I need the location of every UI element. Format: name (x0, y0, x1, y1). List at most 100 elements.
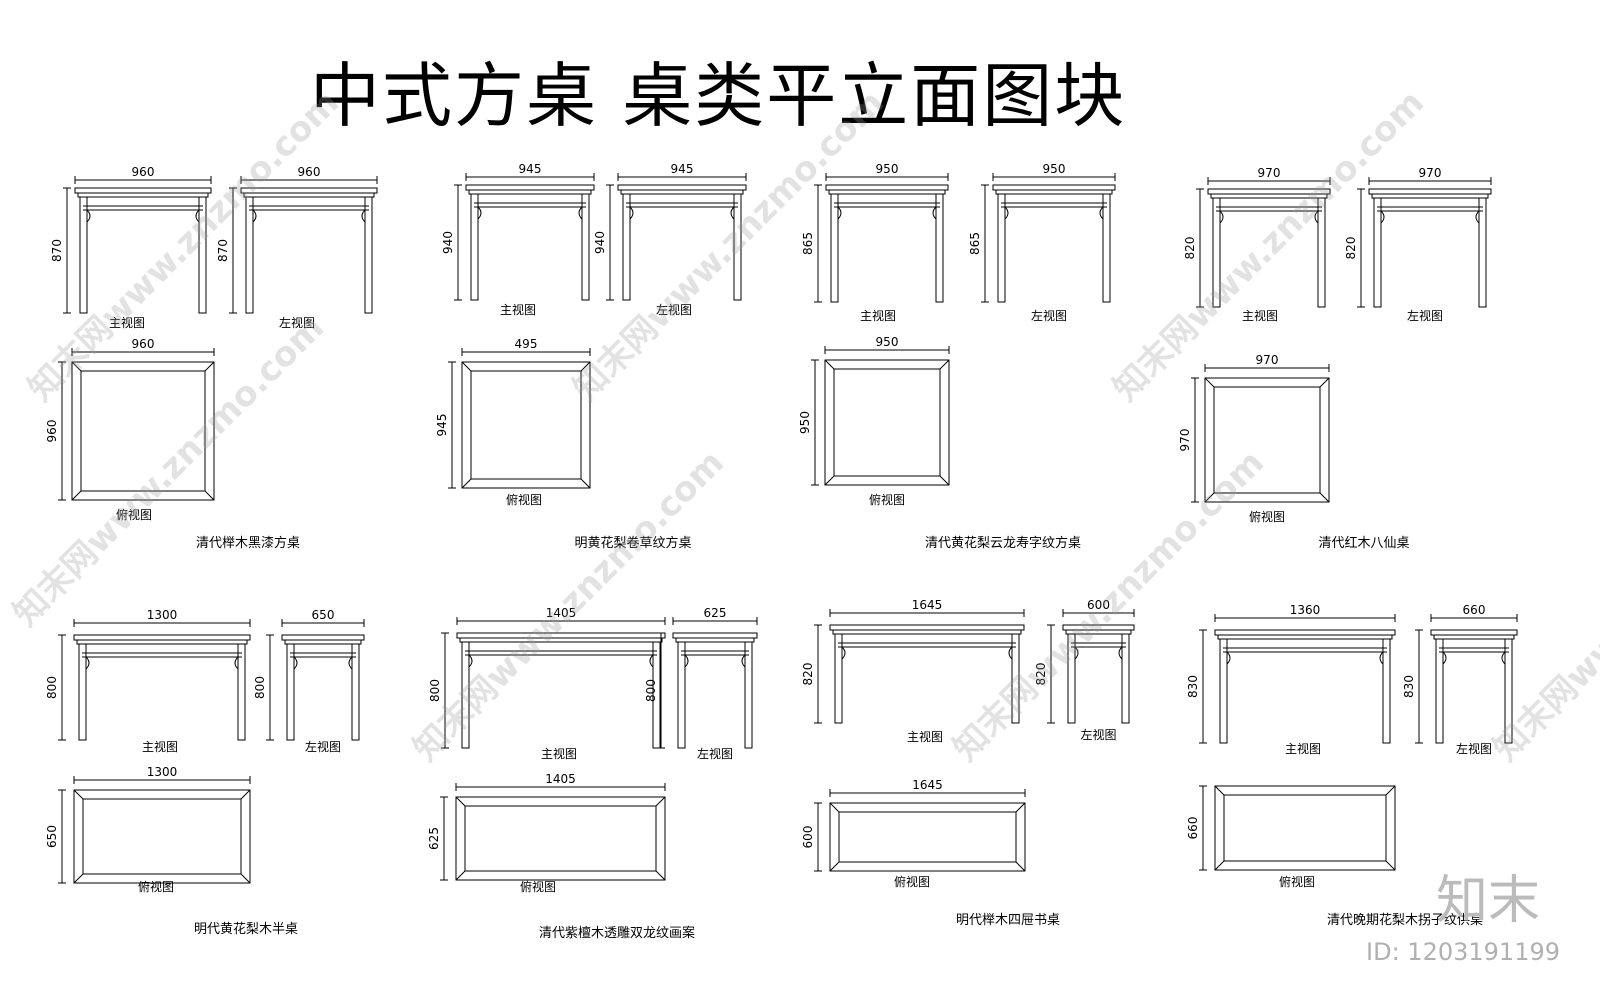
height-dimension-label: 820 (801, 663, 815, 686)
front-view-label: 主视图 (907, 729, 943, 744)
width-dimension-label: 970 (1258, 166, 1281, 180)
height-dimension-label: 830 (1186, 675, 1200, 698)
height-dimension-label: 820 (1183, 237, 1197, 260)
width-dimension-label: 1300 (147, 608, 178, 622)
width-dimension (825, 173, 949, 181)
width-dimension (461, 348, 591, 356)
top-view-label: 俯视图 (894, 874, 930, 889)
height-dimension (606, 184, 614, 301)
height-dimension-label: 830 (1402, 675, 1416, 698)
width-dimension (829, 609, 1025, 617)
brand-logo: 知末 (1435, 871, 1540, 931)
height-dimension (657, 632, 665, 749)
width-dimension (456, 617, 666, 625)
width-dimension (1062, 609, 1135, 617)
height-dimension (63, 187, 71, 314)
height-dimension-label: 650 (45, 825, 59, 848)
table-name: 清代黄花梨云龙寿字纹方桌 (925, 535, 1081, 551)
height-dimension (814, 624, 822, 724)
width-dimension-label: 945 (519, 162, 542, 176)
height-dimension-label: 625 (427, 827, 441, 850)
width-dimension-label: 600 (1087, 598, 1110, 612)
left-elevation (672, 632, 758, 749)
width-dimension (617, 173, 747, 181)
width-dimension (672, 617, 758, 625)
front-view-label: 主视图 (500, 302, 536, 317)
left-elevation (1062, 624, 1135, 724)
width-dimension (71, 348, 215, 356)
id-label: ID: 1203191199 (1366, 938, 1560, 966)
height-dimension-label: 800 (45, 676, 59, 699)
width-dimension (992, 173, 1116, 181)
width-dimension-label: 1645 (912, 598, 943, 612)
height-dimension (1357, 188, 1365, 308)
height-dimension-label: 600 (801, 826, 815, 849)
top-view-label: 俯视图 (520, 879, 556, 894)
height-dimension (266, 634, 274, 741)
height-dimension-label: 800 (428, 679, 442, 702)
width-dimension-label: 1405 (546, 606, 577, 620)
height-dimension-label: 865 (801, 232, 815, 255)
front-elevation (825, 184, 949, 303)
front-view-label: 主视图 (142, 739, 178, 754)
front-elevation (74, 187, 212, 314)
height-dimension-label: 820 (1034, 663, 1048, 686)
width-dimension-label: 1300 (147, 765, 178, 779)
width-dimension-label: 1360 (1290, 603, 1321, 617)
top-view-label: 俯视图 (1249, 509, 1285, 524)
width-dimension (455, 783, 666, 791)
left-view-label: 左视图 (1407, 308, 1443, 323)
front-elevation (829, 624, 1025, 724)
height-dimension (454, 184, 462, 301)
top-view-label: 俯视图 (869, 492, 905, 507)
height-dimension (448, 361, 456, 489)
plan-view (1204, 377, 1330, 503)
width-dimension-label: 960 (132, 165, 155, 179)
height-dimension (440, 796, 448, 881)
width-dimension-label: 1405 (545, 772, 576, 786)
top-view-label: 俯视图 (116, 507, 152, 522)
height-dimension (1191, 377, 1199, 503)
plan-view (455, 796, 666, 881)
left-view-label: 左视图 (279, 315, 315, 330)
front-view-label: 主视图 (860, 308, 896, 323)
left-elevation (281, 634, 365, 741)
height-dimension (981, 184, 989, 303)
left-elevation (992, 184, 1116, 303)
width-dimension-label: 650 (312, 608, 335, 622)
front-elevation (465, 184, 595, 301)
height-dimension-label: 870 (50, 239, 64, 262)
front-view-label: 主视图 (109, 315, 145, 330)
height-dimension-label: 800 (644, 679, 658, 702)
front-elevation (1207, 188, 1331, 308)
left-elevation (1368, 188, 1492, 308)
plan-view (824, 359, 950, 486)
width-dimension-label: 950 (876, 162, 899, 176)
table-name: 明代黄花梨木半桌 (194, 921, 298, 937)
top-view-label: 俯视图 (1279, 874, 1315, 889)
left-view-label: 左视图 (656, 302, 692, 317)
height-dimension (814, 802, 822, 872)
left-view-label: 左视图 (697, 746, 733, 761)
height-dimension (814, 184, 822, 303)
table-name: 清代晚期花梨木拐子纹供桌 (1327, 912, 1483, 928)
height-dimension (1415, 629, 1423, 744)
width-dimension-label: 660 (1463, 603, 1486, 617)
width-dimension (74, 176, 212, 184)
front-elevation (1214, 629, 1396, 744)
height-dimension-label: 945 (435, 414, 449, 437)
width-dimension (465, 173, 595, 181)
height-dimension (1199, 785, 1207, 871)
height-dimension-label: 970 (1178, 429, 1192, 452)
height-dimension-label: 660 (1186, 817, 1200, 840)
width-dimension (1204, 364, 1330, 372)
table-name: 清代紫檀木透雕双龙纹画案 (539, 925, 695, 941)
front-view-label: 主视图 (541, 746, 577, 761)
width-dimension-label: 970 (1256, 353, 1279, 367)
page-title: 中式方桌 桌类平立面图块 (310, 55, 1127, 137)
width-dimension-label: 960 (132, 337, 155, 351)
left-view-label: 左视图 (1456, 741, 1492, 756)
width-dimension (1214, 614, 1396, 622)
height-dimension (229, 187, 237, 314)
width-dimension-label: 625 (704, 606, 727, 620)
